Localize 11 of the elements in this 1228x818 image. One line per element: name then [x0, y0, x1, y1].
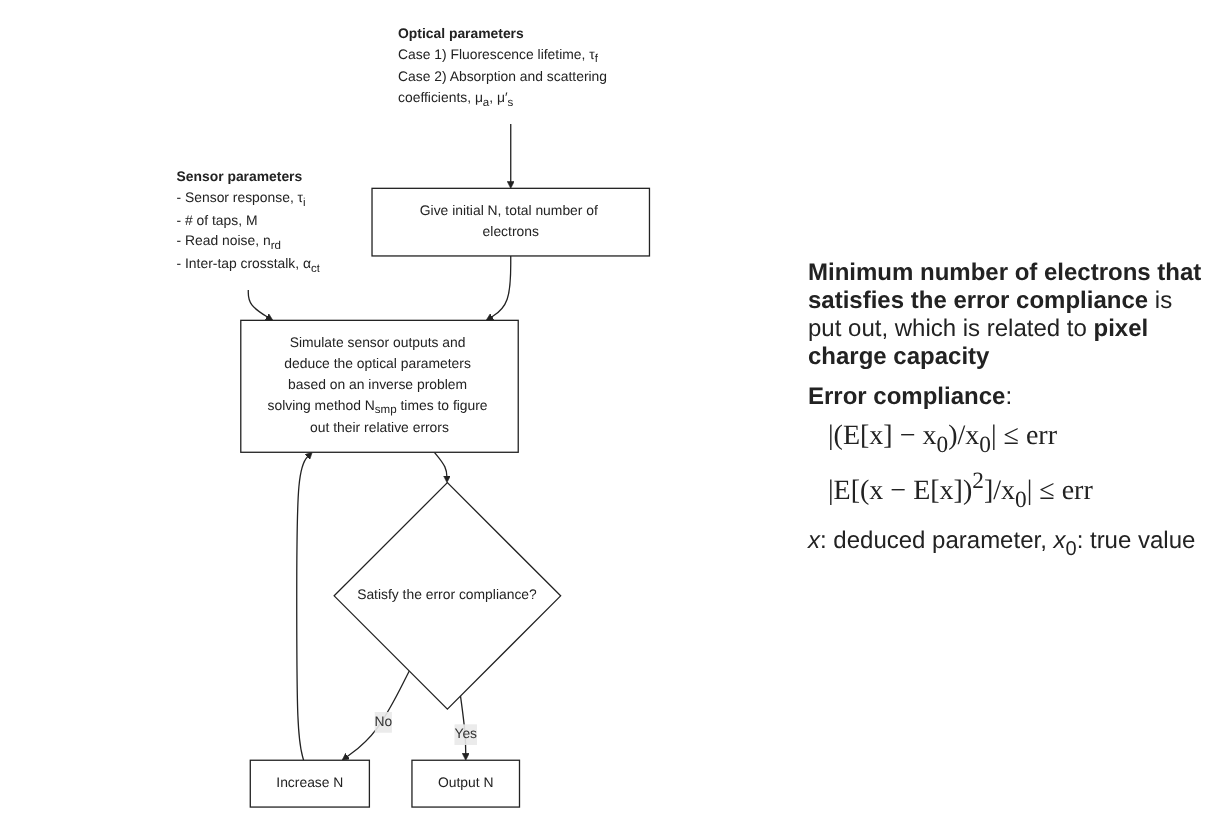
legend-note: x: deduced parameter, x$_{0}$: true value [808, 525, 1198, 561]
arrow [341, 670, 410, 761]
equation: |E[(x − E[x])$^{2}$]/x$_{0}$| ≤ err [826, 468, 1095, 514]
heading-text: Error compliance: [808, 381, 1015, 410]
note-text: Minimum number of electrons that satisfies the error compliance is put out, which is related to pixel charge capacity [808, 257, 1204, 370]
equation: |(E[x] − x$_{0}$)/x$_{0}$| ≤ err [826, 421, 1059, 457]
arrow [506, 123, 515, 189]
arrow [433, 451, 451, 483]
arrow [247, 289, 274, 321]
arrow [296, 451, 313, 761]
arrow [485, 255, 512, 321]
